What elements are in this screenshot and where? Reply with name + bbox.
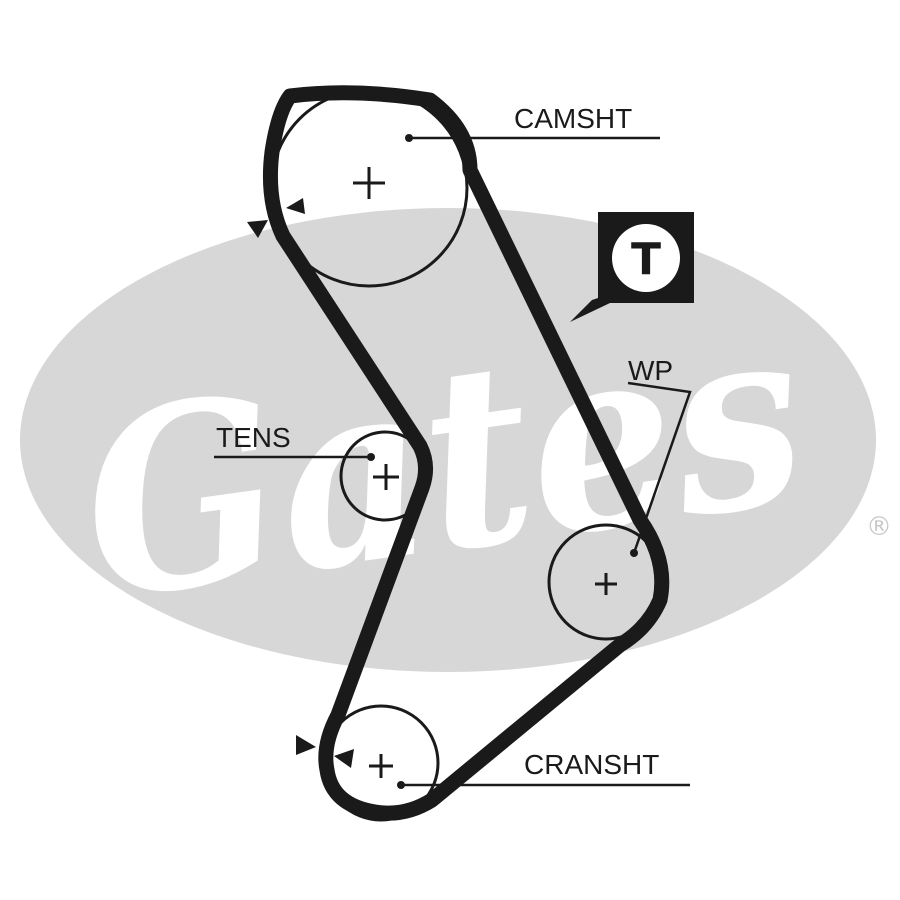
badge-letter: T [631,234,661,285]
tensioner-centre-cross [373,464,399,490]
tensioner-label: TENS [216,422,291,453]
tensioner-leader-dot [367,453,375,461]
camshaft-timing-mark-inner [286,198,305,214]
timing-marks [247,198,354,768]
leader-dots [367,134,638,789]
crankshaft-centre-cross [369,754,393,778]
pulley-centres [353,167,617,778]
water-pump-leader [627,381,692,554]
crankshaft-label: CRANSHT [524,749,659,780]
water-pump-leader-dot [630,549,638,557]
gates-watermark: Gates ® [20,208,892,672]
camshaft-label: CAMSHT [514,103,632,134]
speech-bubble-badge-icon: T [570,212,694,322]
camshaft-leader-dot [405,134,413,142]
leader-lines [214,136,692,787]
crankshaft-leader-dot [397,781,405,789]
badge-disc [612,224,680,292]
camshaft-timing-mark-outer [247,220,268,238]
crankshaft-timing-mark-outer [296,735,316,755]
water-pump-centre-cross [595,573,617,595]
registered-mark: ® [866,512,892,542]
water-pump-label: WP [628,355,673,386]
crankshaft-timing-mark-inner [334,749,354,768]
timing-belt [262,85,670,821]
camshaft-centre-cross [353,167,385,199]
